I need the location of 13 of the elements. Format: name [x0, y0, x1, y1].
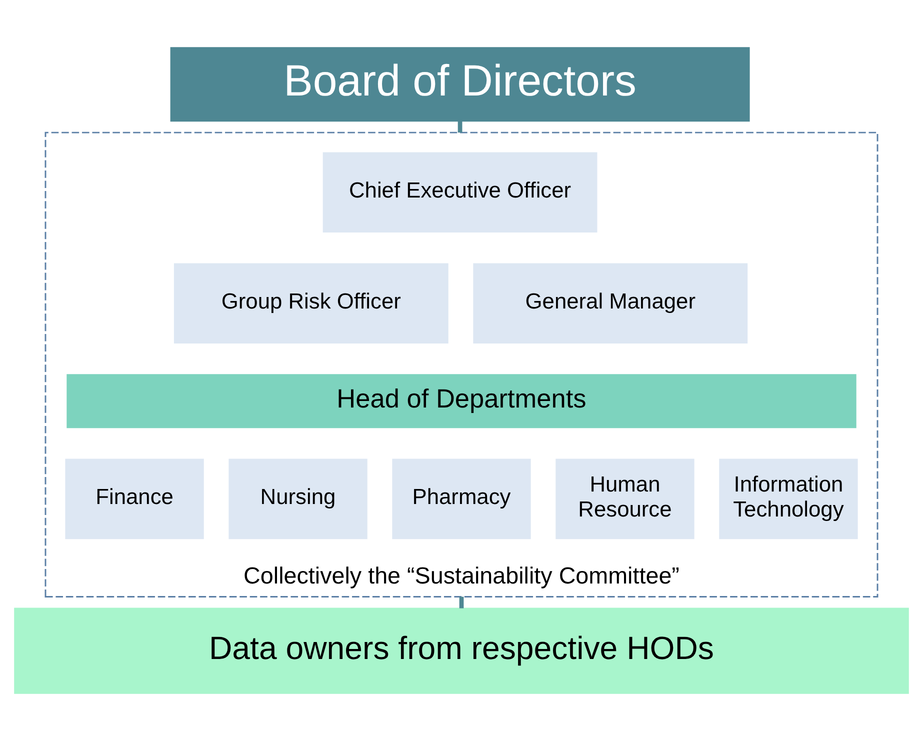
node-box: Finance [64, 458, 204, 539]
node-box: Board of Directors [170, 46, 750, 122]
node-box: Head of Departments [66, 374, 856, 428]
node-box: Pharmacy [392, 458, 530, 539]
connector [458, 596, 464, 608]
node-box: General Manager [472, 262, 748, 343]
connector [457, 120, 462, 132]
node-box: Nursing [228, 458, 367, 539]
node-box: Human Resource [555, 458, 694, 539]
node-box: Chief Executive Officer [322, 152, 597, 232]
node-box: Group Risk Officer [173, 262, 448, 343]
node-box: Data owners from respective HODs [14, 607, 908, 694]
node-box: Information Technology [718, 458, 858, 539]
